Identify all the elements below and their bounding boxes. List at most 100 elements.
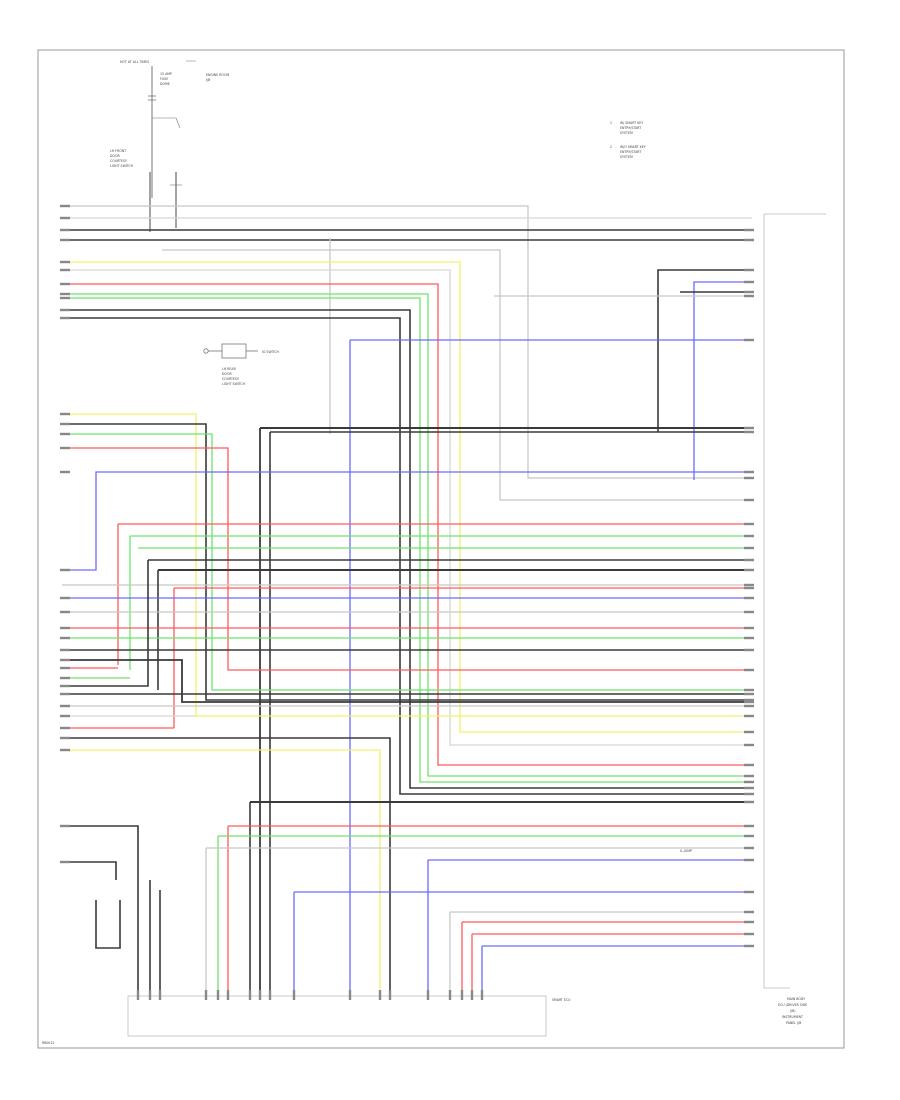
pin-mark bbox=[60, 748, 70, 752]
legend-1-line-1: W/ SMART KEY bbox=[620, 121, 643, 125]
pin-mark bbox=[60, 684, 70, 688]
pin-mark bbox=[744, 546, 754, 550]
pin-mark bbox=[744, 730, 754, 734]
pin-mark bbox=[744, 596, 754, 600]
legend-marker-1: 1 bbox=[610, 121, 612, 125]
wire-77 bbox=[95, 900, 121, 949]
pin-mark bbox=[744, 700, 754, 704]
pin-mark bbox=[744, 846, 754, 850]
pin-mark bbox=[744, 932, 754, 936]
switch-detail-3: COURTESY bbox=[222, 377, 239, 381]
pin-mark bbox=[744, 238, 754, 242]
pin-mark bbox=[744, 704, 754, 708]
pin-mark bbox=[60, 736, 70, 740]
pin-mark bbox=[158, 990, 162, 1000]
wire-27 bbox=[62, 447, 752, 671]
wire-24 bbox=[62, 413, 752, 717]
pin-mark bbox=[744, 763, 754, 767]
pin-mark bbox=[60, 412, 70, 416]
pin-mark bbox=[60, 692, 70, 696]
pin-mark bbox=[60, 216, 70, 220]
pin-mark bbox=[216, 990, 220, 1000]
pin-mark bbox=[744, 338, 754, 342]
legend-2-line-2: ENTRY/START bbox=[620, 150, 641, 154]
pin-mark bbox=[744, 890, 754, 894]
pin-mark bbox=[744, 858, 754, 862]
pin-mark bbox=[744, 920, 754, 924]
pin-mark bbox=[60, 470, 70, 474]
pin-mark bbox=[744, 692, 754, 696]
pin-mark bbox=[744, 648, 754, 652]
pin-mark bbox=[388, 990, 392, 1000]
wire-15 bbox=[693, 281, 752, 480]
pin-mark bbox=[744, 774, 754, 778]
pin-mark bbox=[744, 714, 754, 718]
pin-mark bbox=[744, 698, 754, 702]
pin-mark bbox=[60, 292, 70, 296]
right-label-line-3: J/B) bbox=[789, 1009, 795, 1013]
relay-labels: LH FRONT DOOR COURTESY LIGHT SWITCH bbox=[110, 149, 182, 232]
pin-mark bbox=[426, 990, 430, 1000]
pin-mark bbox=[148, 990, 152, 1000]
pin-mark bbox=[248, 990, 252, 1000]
pin-mark bbox=[744, 944, 754, 948]
svg-text:15 AMP: 15 AMP bbox=[160, 72, 172, 76]
pin-mark bbox=[292, 990, 296, 1000]
pin-mark bbox=[744, 568, 754, 572]
top-fuse-block: HOT AT ALL TIMES 15 AMP FUSE DOME ENGINE… bbox=[120, 60, 229, 198]
pin-mark bbox=[60, 714, 70, 718]
footer-code: RB0012 bbox=[42, 1041, 55, 1045]
pin-mark bbox=[60, 260, 70, 264]
legend-1-line-3: SYSTEM bbox=[620, 131, 633, 135]
wire-14 bbox=[657, 269, 752, 432]
ig-switch: IG SWITCH LH REAR DOOR COURTESY LIGHT SW… bbox=[203, 343, 280, 386]
wire-12 bbox=[62, 309, 752, 789]
diagram-frame bbox=[37, 49, 845, 1049]
pin-mark bbox=[60, 824, 70, 828]
pin-mark bbox=[136, 990, 140, 1000]
pin-mark bbox=[60, 704, 70, 708]
pin-mark bbox=[744, 610, 754, 614]
pin-mark bbox=[744, 792, 754, 796]
svg-text:FUSE: FUSE bbox=[160, 77, 168, 81]
wire-10 bbox=[62, 293, 752, 777]
wire-53 bbox=[62, 737, 391, 1000]
pin-mark bbox=[744, 280, 754, 284]
legend: 1 W/ SMART KEY ENTRY/START SYSTEM 2 W/O … bbox=[610, 121, 646, 159]
switch-detail-1: LH REAR bbox=[222, 367, 237, 371]
pin-mark bbox=[460, 990, 464, 1000]
switch-detail-2: DOOR bbox=[222, 372, 232, 376]
right-label-line-2: ECU (DRIVER SIDE bbox=[778, 1003, 807, 1007]
svg-text:ENGINE ROOM: ENGINE ROOM bbox=[206, 73, 229, 77]
pin-mark bbox=[60, 432, 70, 436]
pin-mark bbox=[744, 586, 754, 590]
pin-mark bbox=[60, 636, 70, 640]
pin-mark bbox=[744, 743, 754, 747]
connector-pins bbox=[60, 204, 754, 1000]
pin-mark bbox=[226, 990, 230, 1000]
pin-mark bbox=[60, 596, 70, 600]
pin-mark bbox=[744, 476, 754, 480]
pin-mark bbox=[60, 860, 70, 864]
pin-mark bbox=[480, 990, 484, 1000]
pin-mark bbox=[744, 498, 754, 502]
svg-text:J/B: J/B bbox=[205, 78, 210, 82]
right-label-line-5: PANEL J/B bbox=[786, 1021, 801, 1025]
pin-mark bbox=[448, 990, 452, 1000]
wire-45 bbox=[62, 659, 752, 703]
switch-detail-4: LIGHT SWITCH bbox=[222, 382, 246, 386]
bottom-connector-outline bbox=[127, 995, 547, 1037]
pin-mark bbox=[744, 426, 754, 430]
pin-mark bbox=[60, 568, 70, 572]
pin-mark bbox=[60, 666, 70, 670]
pin-mark bbox=[348, 990, 352, 1000]
pin-mark bbox=[470, 990, 474, 1000]
pin-mark bbox=[744, 430, 754, 434]
bottom-connector-label: SMART ECU bbox=[552, 998, 571, 1002]
pin-mark bbox=[60, 316, 70, 320]
pin-mark bbox=[744, 668, 754, 672]
wire-26 bbox=[62, 433, 752, 691]
pin-mark bbox=[744, 780, 754, 784]
pin-mark bbox=[60, 658, 70, 662]
